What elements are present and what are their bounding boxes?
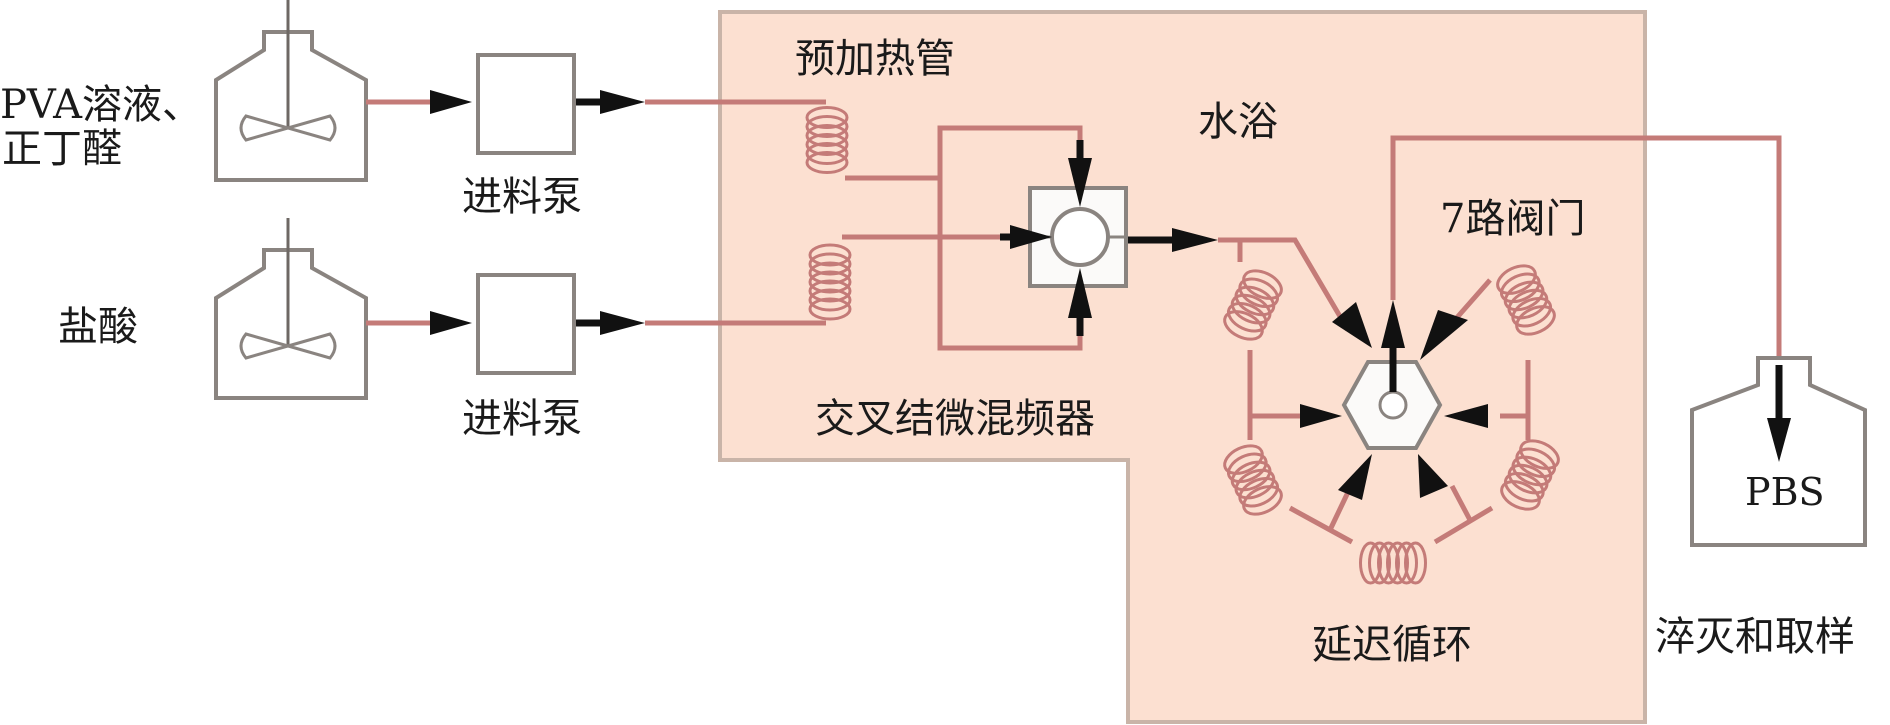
delay-loop-bottom-right-arrowline: [1449, 484, 1473, 522]
coil-turn: [805, 115, 849, 138]
coil-turn: [1395, 541, 1418, 585]
label-reagent-butanal: 正丁醛: [2, 126, 122, 172]
coil-turn: [1511, 455, 1553, 487]
stirred-tank-pva: [214, 0, 368, 182]
coil-turn: [1223, 310, 1264, 341]
coil-turn: [1507, 463, 1549, 495]
water-bath-region: [718, 10, 1647, 724]
arrow-icon: [1418, 454, 1448, 498]
preheat-coil-1: [805, 106, 849, 174]
coil-turn: [1230, 460, 1272, 492]
arrow-icon: [1767, 418, 1791, 462]
coil-turn: [1377, 541, 1400, 585]
delay-loop-coils: [1223, 264, 1560, 585]
coil-turn: [808, 243, 852, 267]
coil-turn: [808, 261, 852, 285]
arrow-icon: [1172, 228, 1218, 252]
label-delay-loop: 延迟循环: [1312, 622, 1472, 668]
feed-pump-2: [476, 273, 576, 375]
feed-pump-1: [476, 53, 576, 155]
coil-icon: [1500, 439, 1560, 511]
coil-icon: [1359, 541, 1427, 585]
label-preheat-tube: 预加热管: [795, 36, 955, 82]
coil-turn: [808, 288, 852, 312]
coil-turn: [1226, 301, 1268, 333]
label-water-bath: 水浴: [1198, 99, 1278, 145]
coil-turn: [1238, 277, 1280, 309]
label-feed-pump-2: 进料泵: [462, 396, 582, 442]
coil-turn: [1515, 305, 1556, 336]
arrow-icon: [1010, 225, 1052, 249]
coil-turn: [1499, 272, 1541, 304]
coil-turn: [1507, 288, 1549, 320]
stirred-tank-hcl: [214, 218, 368, 400]
coil-turn: [1500, 480, 1541, 511]
label-quench-sampling: 淬灭和取样: [1655, 614, 1855, 660]
coil-turn: [1519, 439, 1560, 470]
coil-turn: [1515, 447, 1557, 479]
label-cross-micromixer: 交叉结微混频器: [815, 396, 1095, 442]
arrow-icon: [1420, 310, 1468, 360]
coil-turn: [1404, 541, 1427, 585]
coil-turn: [805, 133, 849, 156]
arrow-icon: [600, 90, 645, 114]
arrow-icon: [1068, 268, 1092, 318]
coil-turn: [808, 279, 852, 303]
delay-loop-bottom-right: [1433, 505, 1494, 545]
coil-turn: [1368, 541, 1391, 585]
coil-icon: [805, 106, 849, 174]
arrow-icon: [430, 90, 472, 114]
coil-turn: [808, 270, 852, 294]
coil-turn: [1359, 541, 1382, 585]
arrow-icon: [1381, 300, 1405, 348]
delay-loop-bottom-left: [1288, 505, 1354, 545]
arrow-icon: [1068, 158, 1092, 207]
delay-loop-bottom-left-arrowline: [1327, 486, 1353, 532]
impeller-icon: [239, 332, 337, 360]
pipe-mixer-to-valve: [1218, 237, 1351, 332]
arrow-icon: [1332, 302, 1372, 348]
coil-turn: [808, 297, 852, 321]
preheat-coil-2: [808, 243, 852, 321]
coil-turn: [1511, 296, 1553, 328]
coil-turn: [1226, 452, 1268, 484]
coil-icon: [1223, 269, 1283, 341]
coil-turn: [805, 124, 849, 147]
coil-icon: [1496, 264, 1556, 336]
label-pbs: PBS: [1745, 470, 1825, 514]
arrow-icon: [1444, 404, 1488, 428]
label-7way-valve: 7路阀门: [1440, 196, 1585, 242]
arrow-icon: [430, 311, 472, 335]
coil-turn: [1234, 285, 1276, 317]
coil-turn: [1503, 280, 1545, 312]
coil-turn: [1496, 264, 1537, 295]
coil-turn: [1503, 471, 1545, 503]
coil-turn: [1386, 541, 1409, 585]
seven-way-valve: [1341, 360, 1443, 450]
label-reagent-pva: PVA溶液、: [0, 82, 202, 128]
coil-turn: [1242, 269, 1283, 300]
coil-turn: [808, 252, 852, 276]
coil-icon: [1223, 444, 1283, 516]
coil-turn: [1238, 476, 1280, 508]
label-feed-pump-1: 进料泵: [462, 174, 582, 220]
coil-turn: [1242, 485, 1283, 516]
coil-turn: [1223, 444, 1264, 475]
arrow-icon: [1338, 454, 1372, 500]
coil-turn: [805, 151, 849, 174]
coil-turn: [1234, 468, 1276, 500]
coil-turn: [1230, 293, 1272, 325]
arrow-icon: [600, 311, 645, 335]
pipe-valve-to-pbs: [1390, 135, 1782, 365]
arrow-icon: [1300, 404, 1342, 428]
label-reagent-hcl: 盐酸: [58, 304, 138, 350]
coil-icon: [808, 243, 852, 321]
coil-turn: [805, 106, 849, 129]
impeller-icon: [239, 114, 337, 142]
coil-turn: [805, 142, 849, 165]
